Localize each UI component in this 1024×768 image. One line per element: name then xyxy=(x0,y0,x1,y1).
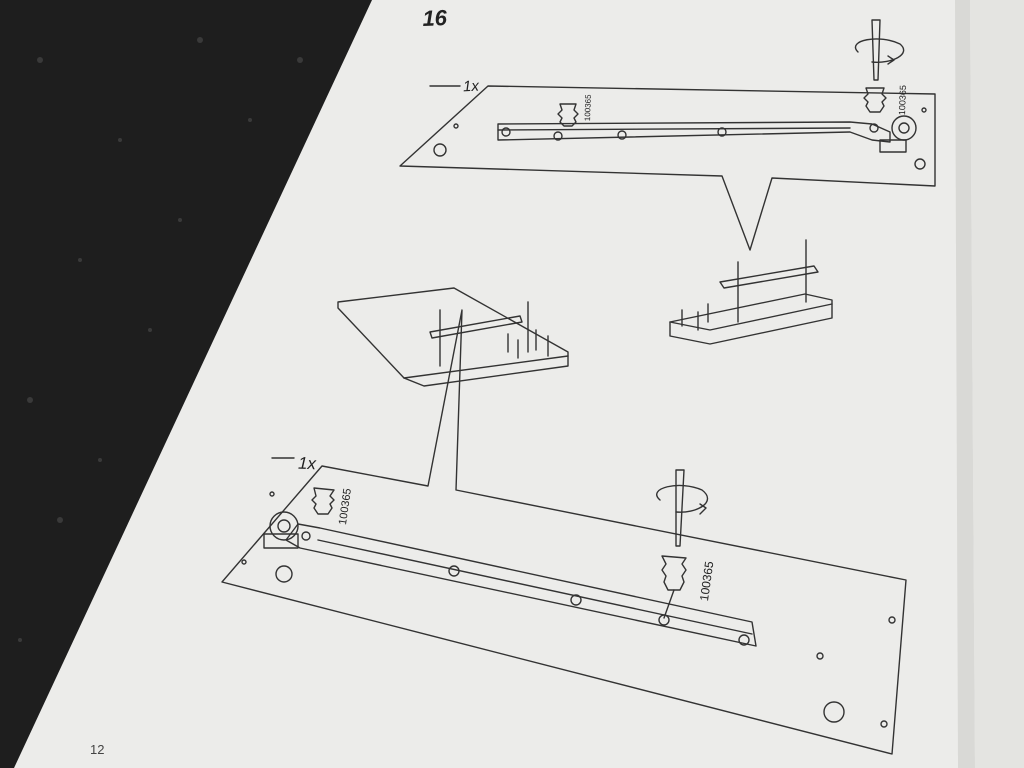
bottom-panel-left-screw-icon xyxy=(311,487,335,515)
step-number: 16 xyxy=(422,5,448,31)
top-panel-left-part-number: 100365 xyxy=(583,94,593,122)
next-page-edge xyxy=(970,0,1024,768)
top-panel-drawer-rail-icon xyxy=(497,121,891,143)
drawer-side-assembly-right xyxy=(669,239,833,345)
bottom-panel-right-screw-icon xyxy=(661,555,687,619)
top-screwdriver-icon xyxy=(871,19,881,81)
top-panel-quantity: 1x xyxy=(462,77,480,96)
top-callout-panel xyxy=(399,85,936,251)
drawer-board-assembly-left xyxy=(337,287,569,387)
bottom-rotate-arrow-icon xyxy=(656,484,709,515)
booklet-fold-shadow xyxy=(955,0,975,768)
countertop-speckle xyxy=(18,37,303,642)
top-panel-right-part-number: 100365 xyxy=(897,84,909,116)
top-panel-left-screw-icon xyxy=(557,103,579,127)
top-rotate-arrow-icon xyxy=(854,38,905,65)
page-number: 12 xyxy=(90,742,105,757)
manual-page xyxy=(14,0,1024,768)
bottom-screwdriver-icon xyxy=(675,469,685,547)
top-panel-right-screw-icon xyxy=(863,87,887,113)
bottom-rail-roller-icon xyxy=(269,511,299,541)
bottom-panel-quantity: 1x xyxy=(297,453,317,474)
